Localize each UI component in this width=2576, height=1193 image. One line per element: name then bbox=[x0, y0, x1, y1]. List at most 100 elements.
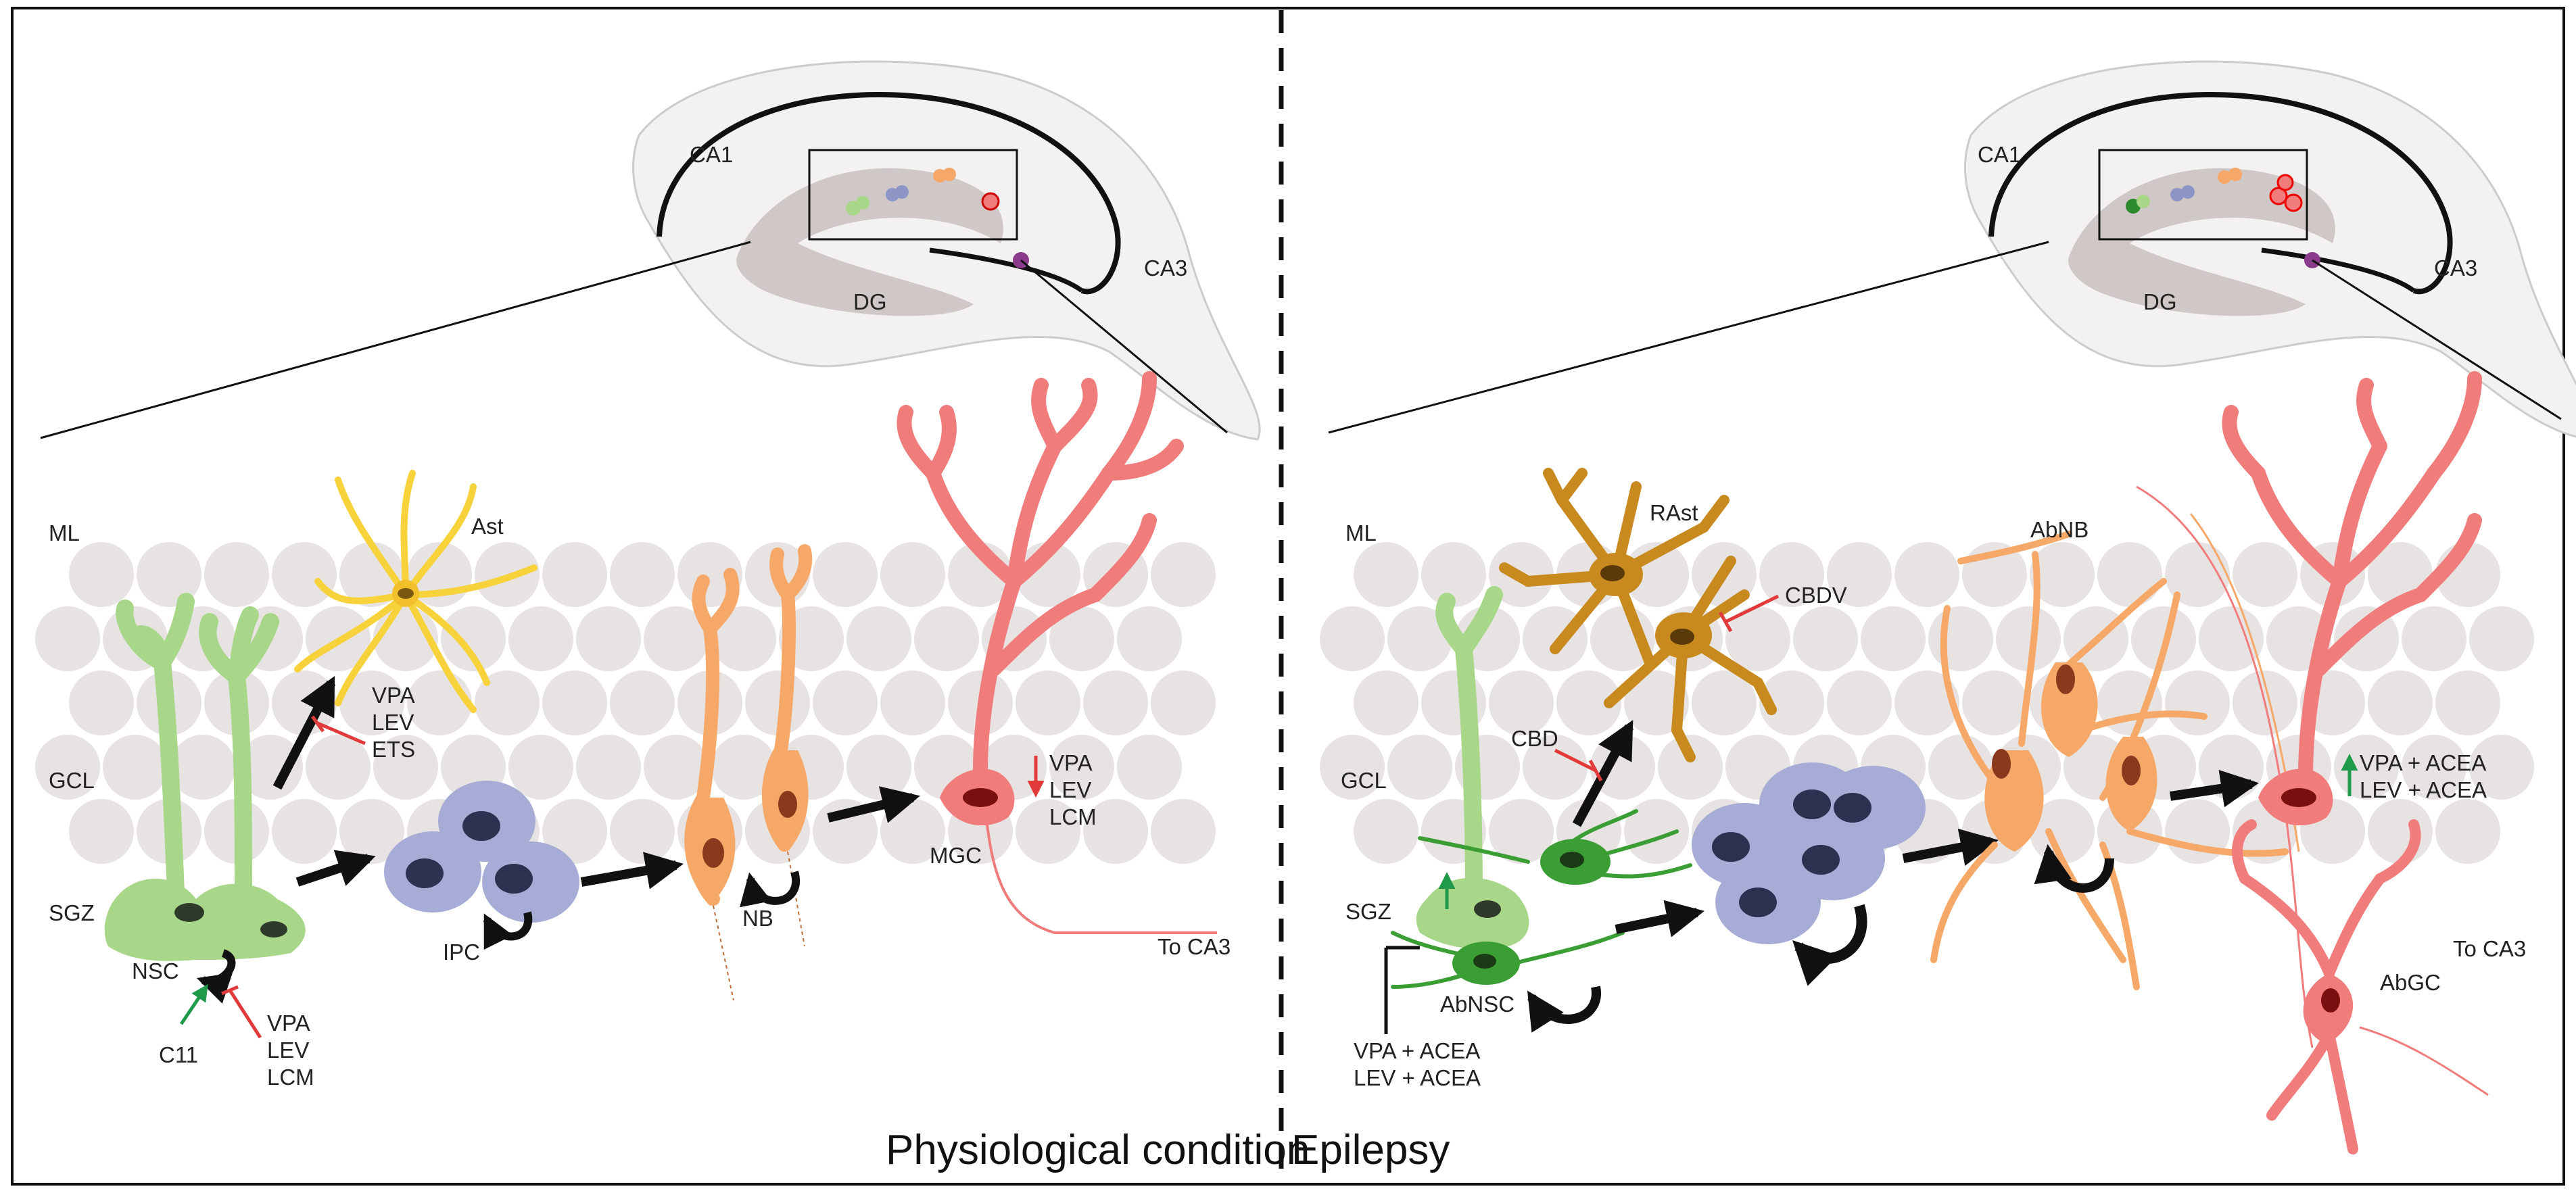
tissue-cell-circle bbox=[914, 606, 979, 671]
tissue-cell-circle bbox=[1523, 735, 1588, 800]
ipc-cells-right bbox=[1692, 762, 1926, 944]
tissue-cell-circle bbox=[1962, 671, 2027, 735]
nb-cells bbox=[684, 544, 813, 1001]
cbd-inhibit bbox=[1554, 748, 1597, 773]
figure-frame bbox=[11, 7, 2565, 1186]
tissue-cell-circle bbox=[644, 606, 709, 671]
hippocampus-left: CA1 CA3 DG bbox=[40, 60, 1261, 441]
tissue-cell-circle bbox=[1658, 735, 1723, 800]
nsc-to-ipc-arrow bbox=[295, 850, 376, 887]
tissue-cell-circle bbox=[880, 542, 945, 607]
cbdv-inhibit bbox=[1724, 594, 1780, 624]
tissue-cell-circle bbox=[1556, 671, 1621, 735]
tissue-cell-circle bbox=[339, 799, 404, 864]
ca1-label-right: CA1 bbox=[1978, 142, 2021, 167]
nsc-cells-right bbox=[1416, 586, 1529, 949]
abnsc-to-ipc-arrow bbox=[1615, 900, 1704, 938]
abnsc-cells bbox=[1391, 809, 1692, 989]
abnsc-self-renew-arrow bbox=[1527, 985, 1601, 1033]
tissue-cell-circle bbox=[306, 735, 371, 800]
hippocampus-zoom-box bbox=[808, 149, 1018, 241]
hippocampus-right: CA1 CA3 DG bbox=[1328, 60, 2576, 438]
ipc-to-abnb-arrow bbox=[1902, 828, 1999, 866]
tissue-cell-circle bbox=[508, 735, 573, 800]
tissue-cell-circle bbox=[1354, 799, 1418, 864]
layer-ml-label: ML bbox=[49, 520, 80, 545]
tissue-grid-right bbox=[1320, 542, 2534, 864]
nsc-drug-1: VPA bbox=[267, 1011, 310, 1036]
tissue-cell-circle bbox=[103, 735, 168, 800]
layer-gcl-label: GCL bbox=[49, 768, 95, 793]
tissue-cell-circle bbox=[1861, 606, 1926, 671]
tissue-cell-circle bbox=[1016, 671, 1080, 735]
tissue-cell-circle bbox=[576, 606, 641, 671]
tissue-cell-circle bbox=[610, 799, 675, 864]
tissue-cell-circle bbox=[35, 606, 100, 671]
tissue-cell-circle bbox=[846, 735, 911, 800]
cbdv-label: CBDV bbox=[1785, 583, 1847, 608]
tissue-cell-circle bbox=[1354, 671, 1418, 735]
tissue-cell-circle bbox=[644, 735, 709, 800]
caption-physiological: Physiological condition bbox=[886, 1127, 1310, 1173]
to-ca3-left: To CA3 bbox=[1158, 934, 1231, 959]
tissue-cell-circle bbox=[69, 799, 134, 864]
tissue-cell-circle bbox=[373, 735, 438, 800]
nsc-drug-bracket bbox=[1384, 946, 1420, 1034]
tissue-cell-circle bbox=[1692, 671, 1757, 735]
tissue-cell-circle bbox=[272, 542, 337, 607]
tissue-cell-circle bbox=[407, 671, 472, 735]
c11-promote-arrow bbox=[179, 983, 208, 1025]
tissue-cell-circle bbox=[1894, 542, 1959, 607]
nsc-drug-2: LEV bbox=[267, 1038, 309, 1063]
tissue-cell-circle bbox=[2030, 542, 2095, 607]
rast-label: RAst bbox=[1650, 500, 1698, 525]
mgc-cell-right bbox=[2222, 371, 2482, 826]
tissue-cell-circle bbox=[2368, 799, 2433, 864]
mgc-drug-2: LEV bbox=[1049, 777, 1091, 802]
gc-drug-2: LEV + ACEA bbox=[2360, 777, 2487, 802]
ca1-label: CA1 bbox=[690, 142, 733, 167]
left-panel: CA1 CA3 DG ML GCL SGZ Ast bbox=[35, 60, 1261, 1090]
tissue-cell-circle bbox=[1083, 799, 1148, 864]
nsc-drug-right-2: LEV + ACEA bbox=[1354, 1065, 1481, 1090]
nb-self-renew-arrow bbox=[740, 871, 800, 908]
tissue-cell-circle bbox=[542, 542, 607, 607]
tissue-cell-circle bbox=[1489, 799, 1554, 864]
tissue-cell-circle bbox=[1489, 671, 1554, 735]
tissue-cell-circle bbox=[1016, 799, 1080, 864]
tissue-cell-circle bbox=[238, 735, 303, 800]
dg-label: DG bbox=[853, 289, 887, 314]
tissue-cell-circle bbox=[2435, 799, 2500, 864]
tissue-cell-circle bbox=[2165, 671, 2230, 735]
tissue-cell-circle bbox=[1624, 799, 1689, 864]
tissue-cell-circle bbox=[1117, 735, 1182, 800]
dg-label-right: DG bbox=[2143, 289, 2177, 314]
ipc-cells bbox=[384, 781, 579, 923]
abgc-cell bbox=[2232, 819, 2489, 1154]
tissue-cell-circle bbox=[2469, 735, 2534, 800]
mgc-label: MGC bbox=[930, 843, 982, 868]
tissue-cell-circle bbox=[1421, 542, 1486, 607]
layer-sgz-label: SGZ bbox=[49, 900, 95, 925]
tissue-cell-circle bbox=[2402, 606, 2466, 671]
ipc-to-nb-arrow bbox=[580, 852, 684, 890]
tissue-cell-circle bbox=[846, 606, 911, 671]
ast-drug-1: VPA bbox=[372, 683, 415, 708]
tissue-cell-circle bbox=[35, 735, 100, 800]
tissue-cell-circle bbox=[2402, 735, 2466, 800]
c11-label: C11 bbox=[159, 1042, 198, 1067]
tissue-cell-circle bbox=[2435, 671, 2500, 735]
ca3-label: CA3 bbox=[1144, 255, 1187, 281]
ast-drug-3: ETS bbox=[372, 737, 415, 762]
abnb-to-gc-arrow bbox=[2169, 769, 2260, 808]
abnb-label: AbNB bbox=[2030, 517, 2089, 542]
tissue-cell-circle bbox=[610, 542, 675, 607]
right-panel: CA1 CA3 DG ML GCL SGZ RAst CBDV bbox=[1320, 60, 2576, 1154]
tissue-cell-circle bbox=[542, 671, 607, 735]
cbd-label: CBD bbox=[1511, 726, 1558, 751]
tissue-cell-circle bbox=[1996, 606, 2061, 671]
ipc-self-renew-arrow bbox=[483, 911, 533, 950]
nb-label: NB bbox=[742, 906, 773, 931]
to-ca3-right: To CA3 bbox=[2453, 936, 2526, 961]
